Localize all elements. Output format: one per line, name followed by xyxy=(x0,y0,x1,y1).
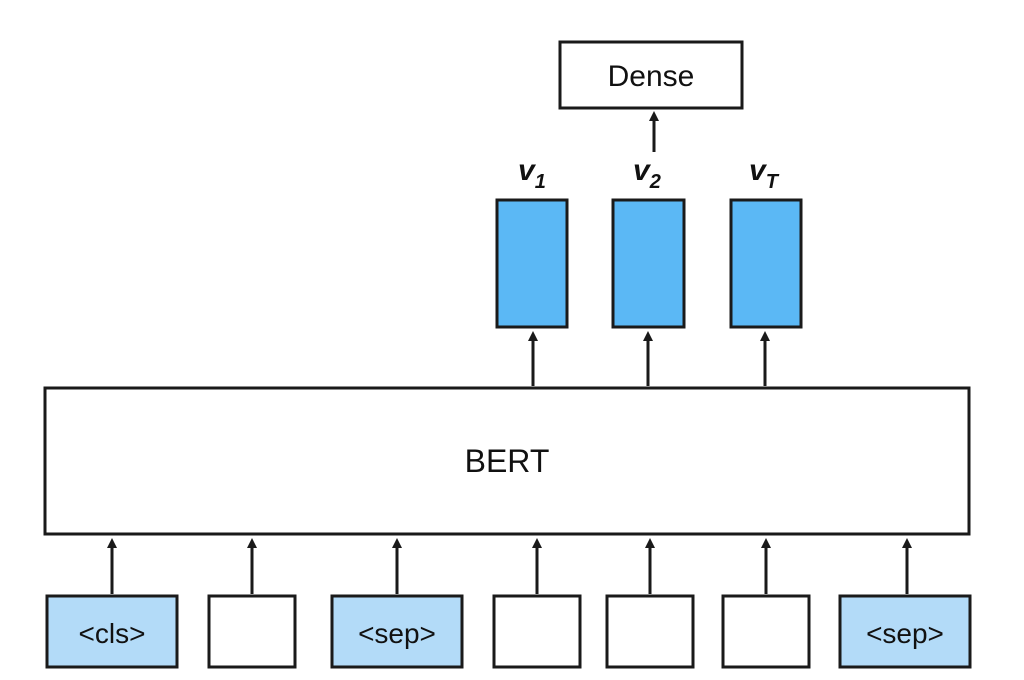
bert-label: BERT xyxy=(465,443,550,479)
token-box-4 xyxy=(492,594,582,669)
token-box-1: <cls> xyxy=(45,594,179,669)
output-vector-1 xyxy=(495,198,569,329)
vector-label-vT: vT xyxy=(749,154,780,193)
vector-label-v2-base: v xyxy=(633,154,652,187)
token-box-2 xyxy=(207,594,297,669)
output-vector-T xyxy=(729,198,803,329)
token-label-3: <sep> xyxy=(358,618,436,649)
token-box-6 xyxy=(721,594,811,669)
vector-label-vT-base: v xyxy=(749,154,768,187)
token-label-1: <cls> xyxy=(79,618,146,649)
dense-layer-box: Dense xyxy=(558,40,744,110)
dense-label: Dense xyxy=(608,60,695,93)
output-vector-2 xyxy=(611,198,686,329)
vector-label-v2: v2 xyxy=(633,154,661,193)
token-box-3: <sep> xyxy=(330,594,464,669)
vector-label-v1-base: v xyxy=(518,154,537,187)
vector-label-v1-sub: 1 xyxy=(535,171,546,193)
token-box-5 xyxy=(605,594,695,669)
vector-label-vT-sub: T xyxy=(766,171,780,193)
vector-label-v1: v1 xyxy=(518,154,546,193)
vector-label-v2-sub: 2 xyxy=(649,171,661,193)
token-box-7: <sep> xyxy=(838,594,972,669)
bert-encoder-box: BERT xyxy=(43,386,971,536)
token-label-7: <sep> xyxy=(866,618,944,649)
